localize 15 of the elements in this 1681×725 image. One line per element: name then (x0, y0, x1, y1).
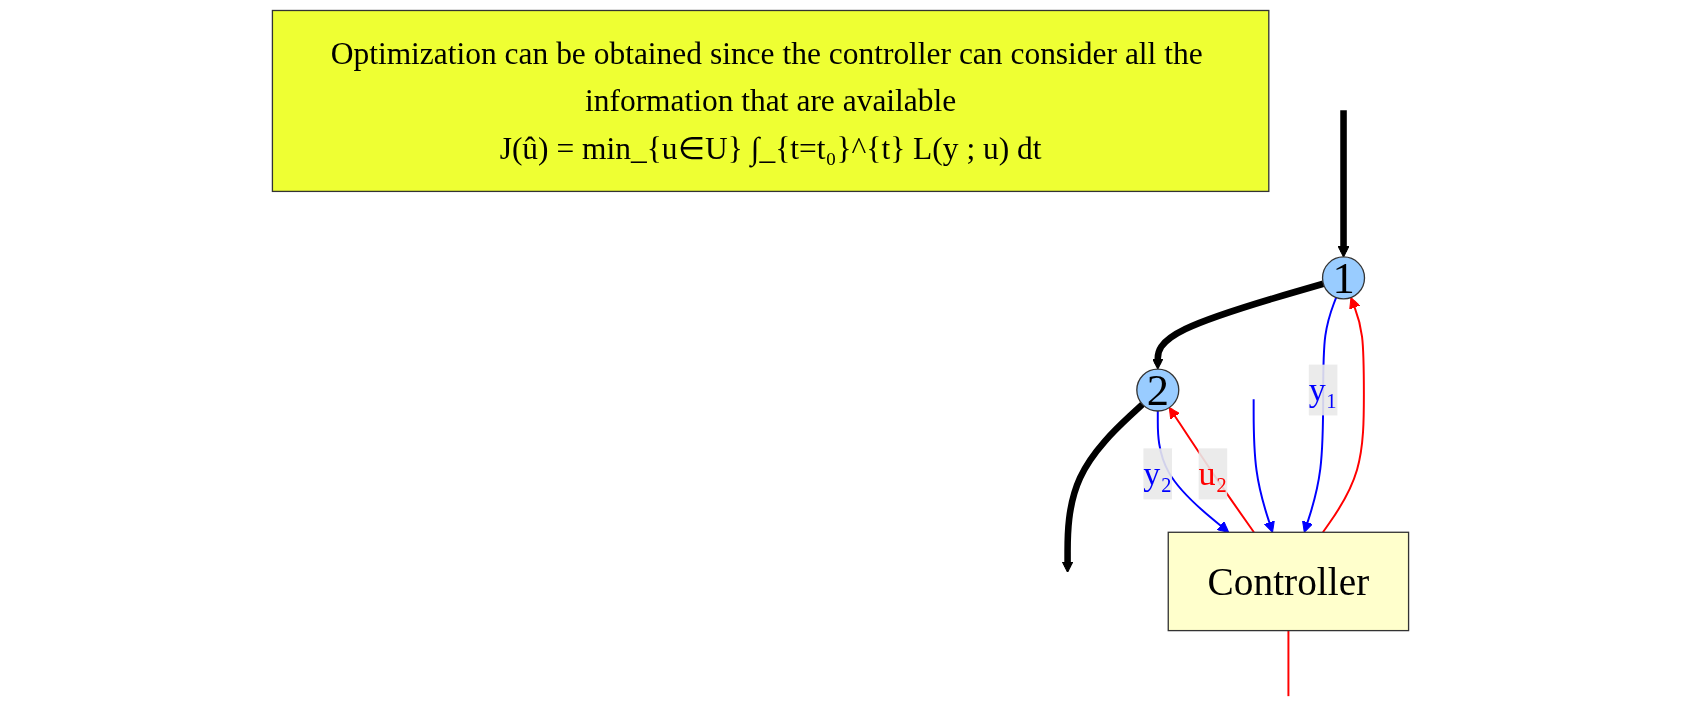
node-box: Controller (1167, 531, 1410, 632)
arrow (1168, 407, 1255, 534)
arrow (1156, 410, 1230, 533)
arrow (1321, 297, 1365, 534)
edge-label: y₂ (1143, 454, 1173, 493)
edge-label: u₂ (1198, 454, 1228, 493)
connector (1287, 629, 1290, 698)
arrow (1152, 280, 1325, 370)
node-circle: 1 (1321, 256, 1366, 300)
node-box: Optimization can be obtained since the controller can consider all the information that are available J(û) = min_{u∈U} ∫_{t=t₀}^{t} L(y ; u) dt (271, 9, 1270, 193)
arrow (1252, 398, 1275, 533)
arrow (1061, 401, 1145, 573)
edge-label: y₁ (1308, 371, 1338, 410)
arrow (1302, 296, 1338, 533)
node-circle: 2 (1136, 368, 1180, 412)
